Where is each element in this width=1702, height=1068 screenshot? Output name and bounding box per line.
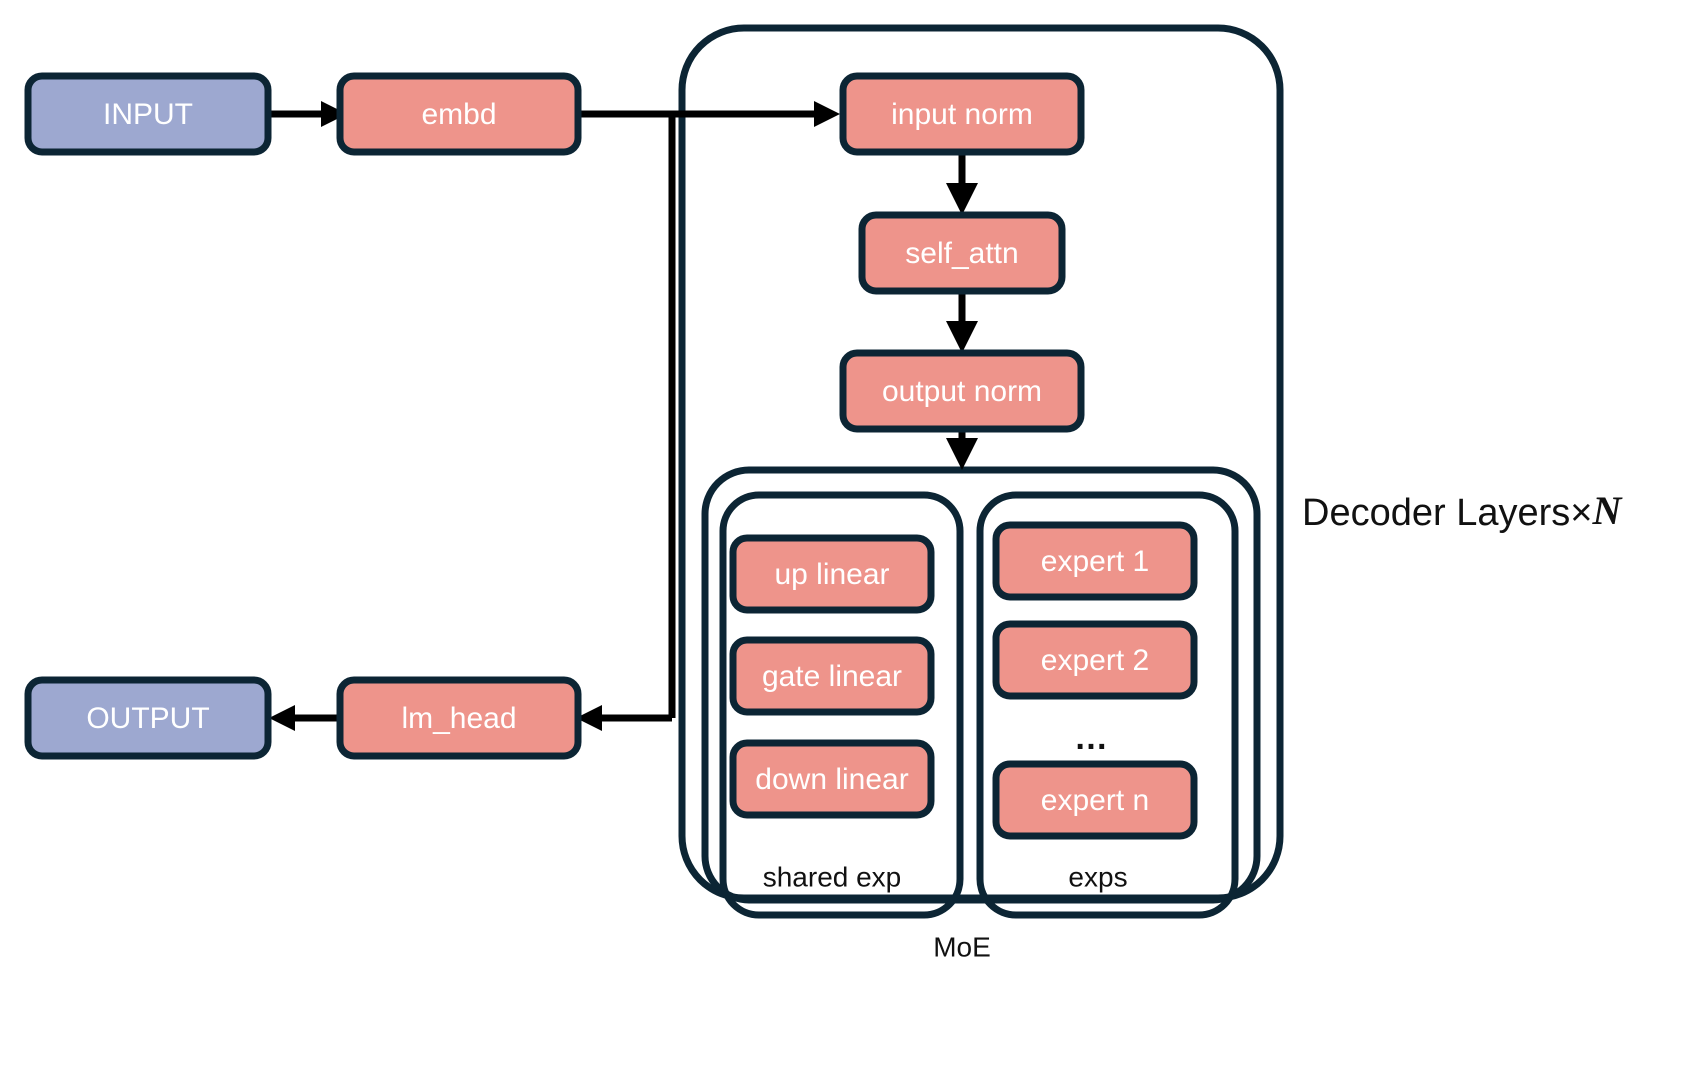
node-lm-head[interactable]: lm_head [336,676,582,760]
node-lm-head-label: lm_head [401,702,516,735]
decoder-layers-label-n: N [1591,488,1623,533]
decoder-layers-label-text: Decoder Layers× [1302,492,1592,534]
node-output-label: OUTPUT [86,702,209,735]
node-self-attn[interactable]: self_attn [858,211,1066,295]
node-embd[interactable]: embd [336,72,582,156]
node-output-norm[interactable]: output norm [839,349,1085,433]
arrow-self-attn-to-output-norm [946,290,978,353]
node-gate-linear[interactable]: gate linear [729,636,935,716]
moe-label: MoE [933,931,991,962]
arrow-lm-head-to-output [269,705,340,731]
decoder-layers-label: Decoder Layers×N [1302,488,1623,534]
arrow-input-to-embd [268,101,347,127]
node-expert-n-label: expert n [1041,784,1149,817]
node-gate-linear-label: gate linear [762,660,902,693]
shared-expert-group-label: shared exp [763,861,902,892]
experts-ellipsis: … [1074,719,1110,757]
node-input-norm[interactable]: input norm [839,72,1085,156]
experts-container [976,491,1239,919]
node-expert-2[interactable]: expert 2 [992,620,1198,700]
node-up-linear-label: up linear [774,558,889,591]
shared-expert-container [719,491,964,919]
node-self-attn-label: self_attn [905,237,1018,270]
arrow-embd-to-input-norm [578,101,840,127]
node-expert-1[interactable]: expert 1 [992,521,1198,601]
node-up-linear[interactable]: up linear [729,534,935,614]
node-down-linear-label: down linear [755,763,908,796]
node-output[interactable]: OUTPUT [24,676,272,760]
node-embd-label: embd [421,98,496,131]
node-input[interactable]: INPUT [24,72,272,156]
node-down-linear[interactable]: down linear [729,739,935,819]
node-input-norm-label: input norm [891,98,1033,131]
experts-group-label: exps [1068,861,1127,892]
node-expert-1-label: expert 1 [1041,545,1149,578]
node-expert-2-label: expert 2 [1041,644,1149,677]
node-input-label: INPUT [103,98,193,131]
node-output-norm-label: output norm [882,375,1042,408]
node-expert-n[interactable]: expert n [992,760,1198,840]
moe-container [701,466,1261,904]
arrow-decoder-to-lm-head [576,114,676,731]
arrow-input-norm-to-self-attn [946,150,978,215]
